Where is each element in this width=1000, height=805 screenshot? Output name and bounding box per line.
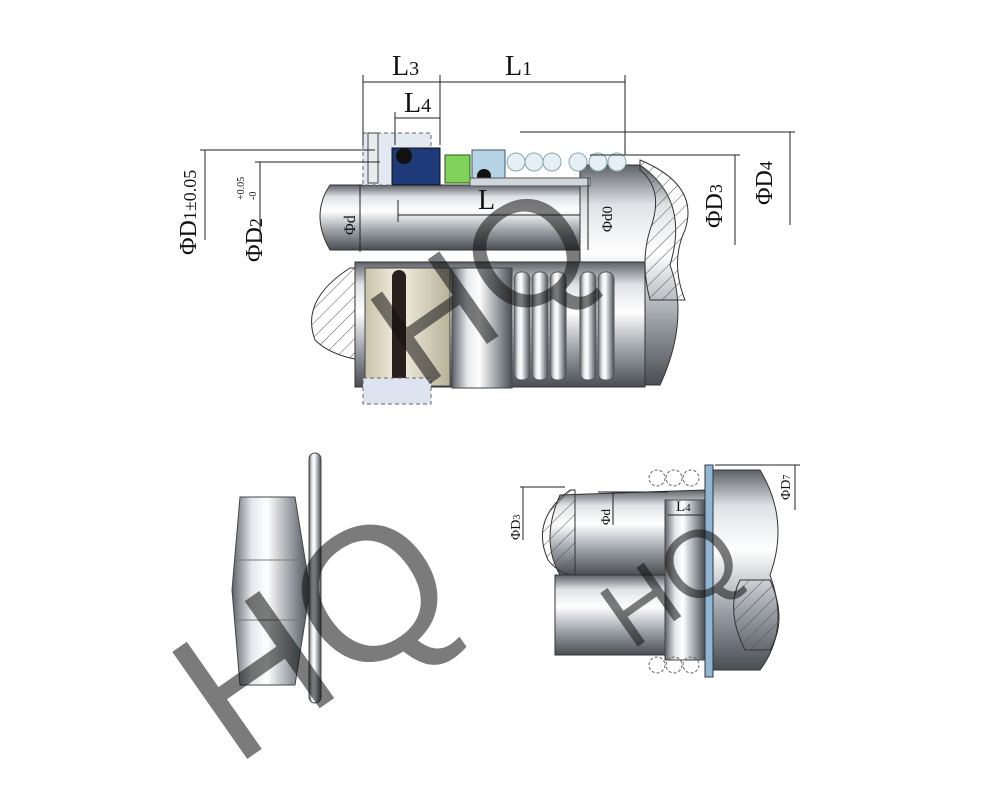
spring-coils-upper — [506, 152, 627, 172]
watermark-nut: HQ — [136, 464, 491, 800]
label-D3-detail: ΦD3 — [509, 515, 524, 540]
label-d-detail: Φd — [598, 508, 613, 525]
label-L3: L3 — [392, 51, 419, 82]
label-d0: Φd0 — [600, 206, 616, 232]
label-L: L — [478, 185, 495, 216]
label-D3: ΦD3 — [702, 184, 728, 228]
dimension-lines — [200, 75, 795, 252]
detail-spring-dashed — [648, 469, 700, 674]
label-L4-detail: L4 — [676, 499, 691, 515]
gland-lower-dashed — [362, 377, 432, 405]
label-L4: L4 — [404, 88, 431, 119]
oring-stripe — [392, 270, 406, 388]
rotating-ring-green — [444, 154, 471, 184]
label-D2-tol-upper: +0.05 — [236, 177, 247, 200]
detail-shaft-lower — [554, 574, 671, 656]
label-d: Φd — [342, 215, 359, 235]
nut-and-washer — [231, 452, 322, 704]
hatched-section-right — [639, 159, 689, 301]
label-D4: ΦD4 — [752, 161, 778, 205]
label-D2-tol-lower: -0 — [248, 192, 259, 200]
oring-upper — [396, 148, 412, 164]
hatched-section-left — [311, 267, 361, 361]
label-L1: L1 — [505, 51, 532, 82]
detail-view: ΦD3 Φd L4 ΦD7 — [509, 464, 800, 678]
label-D1: ΦD1±0.05 — [176, 170, 202, 255]
pin — [367, 132, 379, 184]
detail-sleeve — [664, 499, 706, 661]
shaft-upper — [319, 184, 591, 251]
hex-nut — [231, 496, 311, 686]
detail-hatch-right — [733, 579, 780, 651]
label-D7: ΦD7 — [779, 475, 794, 500]
washer — [308, 452, 322, 704]
spring-coils-lower — [513, 271, 615, 381]
detail-hatch-left — [541, 489, 576, 576]
metal-ring-lower — [451, 267, 513, 389]
main-seal-assembly: L3 L1 L4 L Φd Φd0 ΦD1±0.05 ΦD2 +0.05 -0 … — [176, 51, 795, 405]
label-D2: ΦD2 — [242, 218, 268, 262]
seat-lower-cream — [364, 267, 451, 387]
sleeve — [469, 177, 591, 187]
